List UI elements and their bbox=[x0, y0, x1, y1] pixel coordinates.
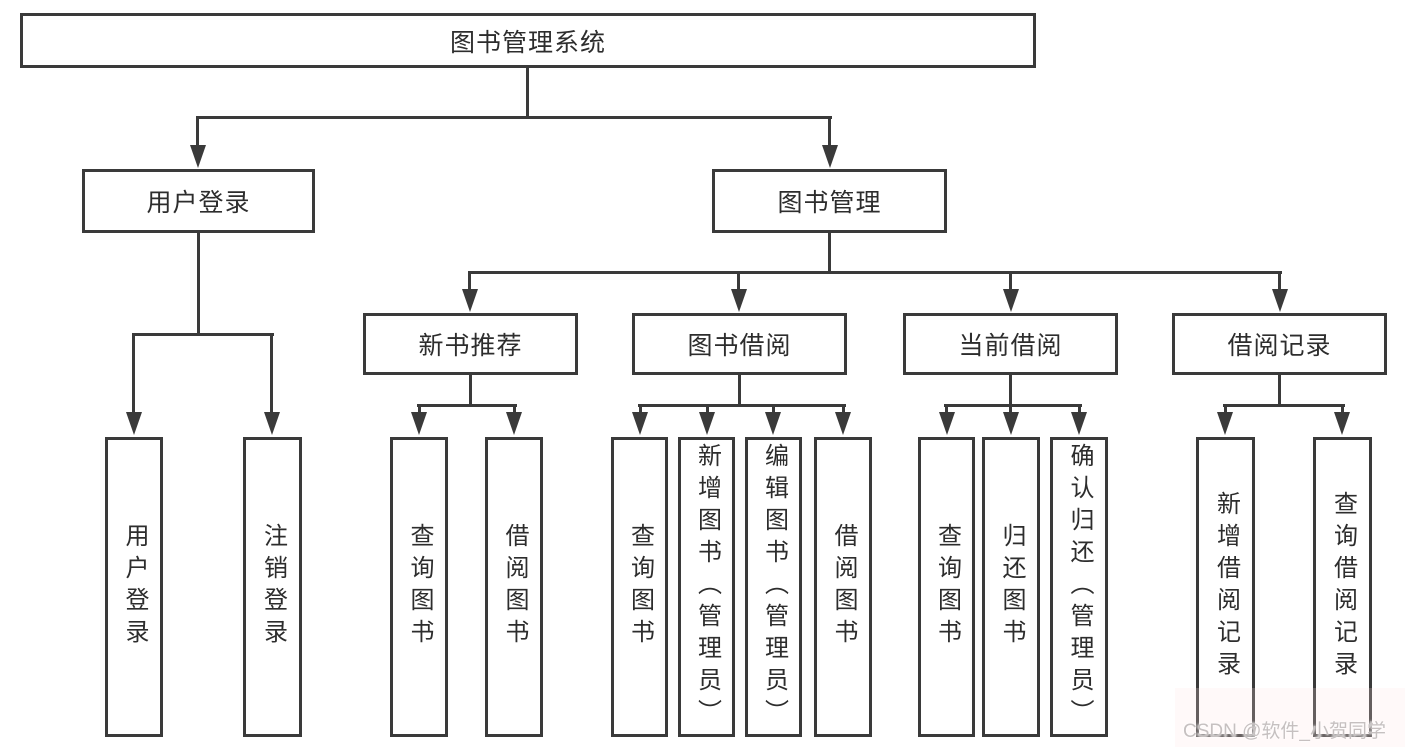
arrow-down-icon bbox=[731, 289, 747, 312]
connector-line bbox=[1223, 404, 1345, 407]
connector-line bbox=[196, 118, 199, 148]
node-book-borrowing: 图书借阅 bbox=[632, 313, 847, 375]
connector-line bbox=[1078, 406, 1081, 414]
leaf-logout: 注销登录 bbox=[243, 437, 302, 737]
connector-line bbox=[944, 404, 1082, 407]
arrow-down-icon bbox=[765, 412, 781, 435]
node-new-book-recommendation: 新书推荐 bbox=[363, 313, 578, 375]
connector-line bbox=[828, 118, 831, 148]
leaf-edit-book-admin: 编辑图书（管理员） bbox=[745, 437, 802, 737]
leaf-query-books-borrow: 查询图书 bbox=[611, 437, 668, 737]
leaf-confirm-return-admin: 确认归还（管理员） bbox=[1050, 437, 1108, 737]
leaf-return-book: 归还图书 bbox=[982, 437, 1040, 737]
connector-line bbox=[132, 335, 135, 413]
arrow-down-icon bbox=[835, 412, 851, 435]
leaf-add-book-admin: 新增图书（管理员） bbox=[678, 437, 735, 737]
arrow-down-icon bbox=[822, 145, 838, 168]
connector-line bbox=[1278, 375, 1281, 406]
arrow-down-icon bbox=[699, 412, 715, 435]
connector-line bbox=[1278, 273, 1281, 291]
node-borrowing-records: 借阅记录 bbox=[1172, 313, 1387, 375]
connector-line bbox=[1009, 406, 1012, 414]
connector-line bbox=[842, 406, 845, 414]
arrow-down-icon bbox=[190, 145, 206, 168]
arrow-down-icon bbox=[939, 412, 955, 435]
leaf-user-login: 用户登录 bbox=[105, 437, 163, 737]
leaf-query-books-recommend: 查询图书 bbox=[390, 437, 448, 737]
leaf-borrow-books-recommend: 借阅图书 bbox=[485, 437, 543, 737]
arrow-down-icon bbox=[411, 412, 427, 435]
node-current-borrowing: 当前借阅 bbox=[903, 313, 1118, 375]
connector-line bbox=[737, 273, 740, 291]
connector-line bbox=[638, 404, 846, 407]
arrow-down-icon bbox=[632, 412, 648, 435]
watermark: CSDN @软件_小贺同学 bbox=[1183, 721, 1386, 742]
arrow-down-icon bbox=[1217, 412, 1233, 435]
connector-line bbox=[1009, 375, 1012, 406]
connector-line bbox=[1224, 406, 1227, 414]
arrow-down-icon bbox=[1071, 412, 1087, 435]
leaf-query-borrow-record: 查询借阅记录 bbox=[1313, 437, 1372, 737]
leaf-borrow-books: 借阅图书 bbox=[814, 437, 872, 737]
connector-line bbox=[828, 233, 831, 273]
connector-line bbox=[945, 406, 948, 414]
connector-line bbox=[1009, 273, 1012, 291]
leaf-query-books-current: 查询图书 bbox=[918, 437, 975, 737]
arrow-down-icon bbox=[126, 412, 142, 435]
node-library-system: 图书管理系统 bbox=[20, 13, 1036, 68]
node-user-login: 用户登录 bbox=[82, 169, 315, 233]
connector-line bbox=[738, 375, 741, 406]
connector-line bbox=[196, 116, 832, 119]
connector-line bbox=[132, 333, 274, 336]
arrow-down-icon bbox=[264, 412, 280, 435]
arrow-down-icon bbox=[1272, 289, 1288, 312]
connector-line bbox=[1341, 406, 1344, 414]
arrow-down-icon bbox=[462, 289, 478, 312]
connector-line bbox=[270, 335, 273, 413]
connector-line bbox=[469, 375, 472, 406]
connector-line bbox=[639, 406, 642, 414]
connector-line bbox=[513, 406, 516, 414]
connector-line bbox=[526, 68, 529, 118]
connector-line bbox=[417, 404, 517, 407]
connector-line bbox=[772, 406, 775, 414]
connector-line bbox=[706, 406, 709, 414]
arrow-down-icon bbox=[506, 412, 522, 435]
node-book-management: 图书管理 bbox=[712, 169, 947, 233]
arrow-down-icon bbox=[1334, 412, 1350, 435]
connector-line bbox=[468, 273, 471, 291]
connector-line bbox=[418, 406, 421, 414]
leaf-add-borrow-record: 新增借阅记录 bbox=[1196, 437, 1255, 737]
connector-line bbox=[468, 271, 1282, 274]
arrow-down-icon bbox=[1003, 289, 1019, 312]
arrow-down-icon bbox=[1003, 412, 1019, 435]
connector-line bbox=[197, 233, 200, 335]
